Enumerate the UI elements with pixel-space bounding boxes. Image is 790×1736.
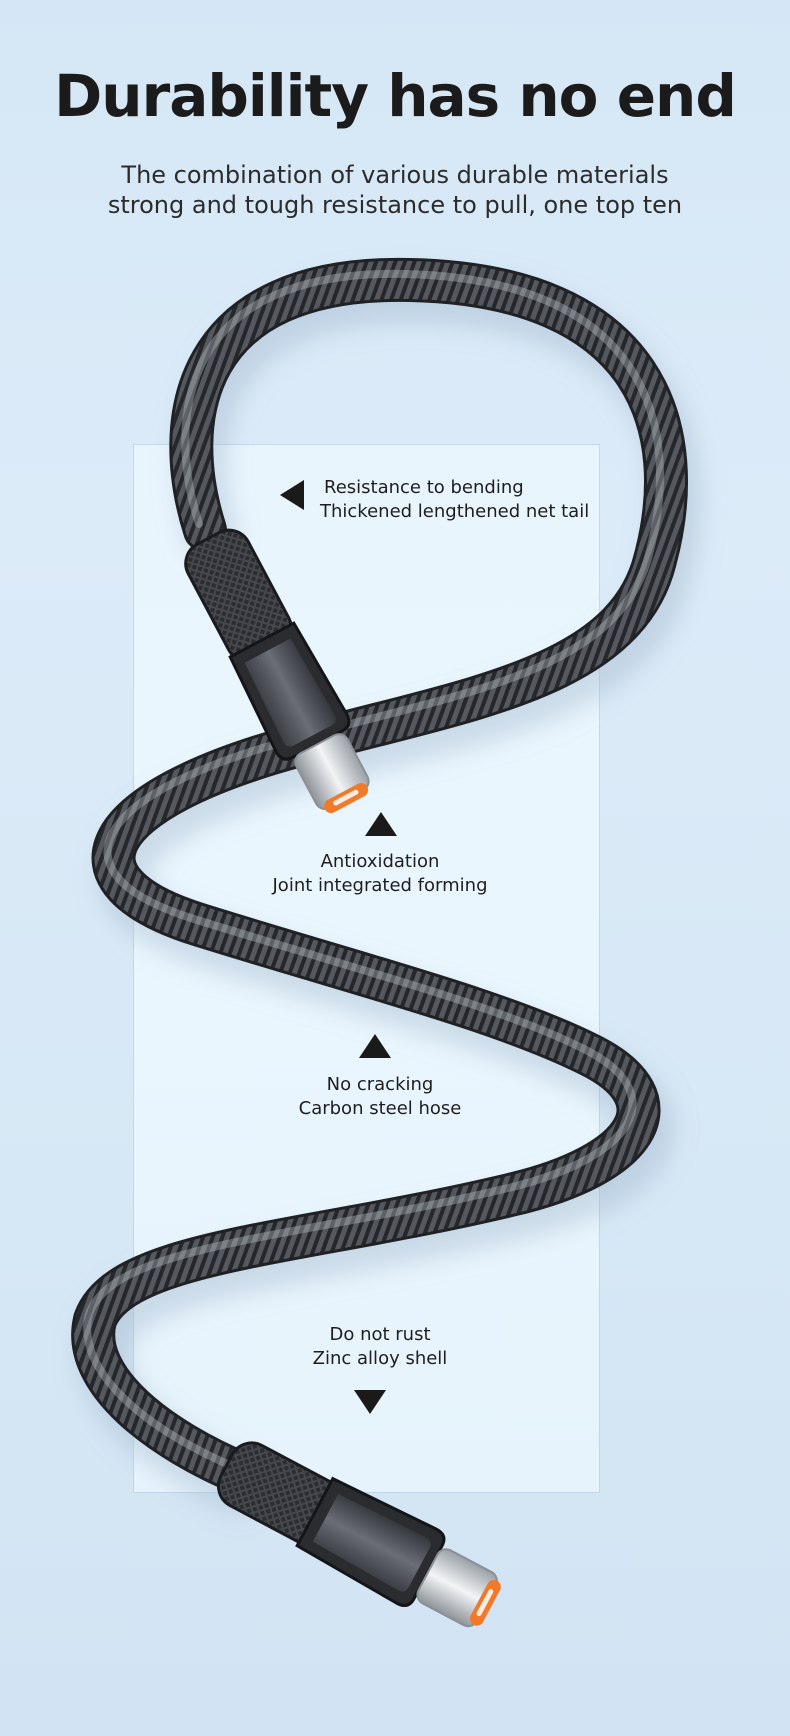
page-subtitle: The combination of various durable mater… — [0, 160, 790, 220]
feature-no-rust: Do not rust Zinc alloy shell — [230, 1323, 530, 1371]
subtitle-line-1: The combination of various durable mater… — [121, 161, 669, 189]
feature-title: Antioxidation — [320, 851, 440, 872]
pointer-up-icon — [359, 1034, 391, 1058]
pointer-up-icon — [365, 812, 397, 836]
top-connector-cap — [244, 638, 336, 747]
top-usb-c-connector — [184, 528, 370, 814]
pointer-left-icon — [280, 480, 304, 510]
page-title: Durability has no end — [54, 62, 737, 130]
bottom-usb-c-connector — [216, 1441, 501, 1628]
feature-detail: Thickened lengthened net tail — [320, 501, 590, 522]
bottom-connector-cap — [312, 1493, 431, 1592]
feature-no-cracking: No cracking Carbon steel hose — [230, 1073, 530, 1121]
feature-title: No cracking — [326, 1074, 434, 1095]
feature-bending: Resistance to bending Thickened lengthen… — [320, 476, 604, 524]
cable-hose-coil — [74, 260, 685, 1494]
feature-title: Do not rust — [329, 1324, 431, 1345]
feature-detail: Joint integrated forming — [272, 875, 488, 896]
feature-title: Resistance to bending — [324, 477, 524, 498]
feature-detail: Zinc alloy shell — [312, 1348, 448, 1369]
subtitle-line-2: strong and tough resistance to pull, one… — [107, 191, 683, 219]
feature-detail: Carbon steel hose — [298, 1098, 462, 1119]
pointer-down-icon — [354, 1390, 386, 1414]
feature-antioxidation: Antioxidation Joint integrated forming — [230, 850, 530, 898]
cable-hose-highlight — [83, 269, 664, 1473]
